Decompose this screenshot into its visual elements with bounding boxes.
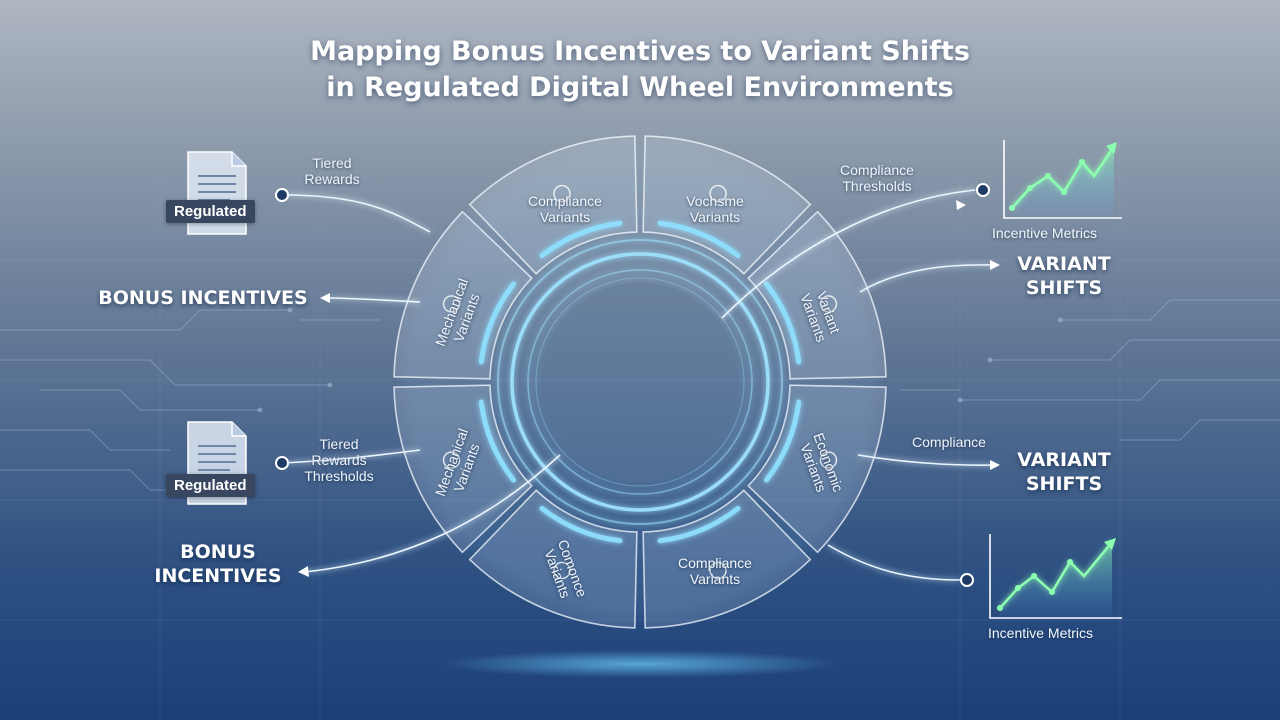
circuit-nodes xyxy=(257,307,1063,413)
shield-icon xyxy=(709,561,727,580)
wheel-segment xyxy=(747,210,887,380)
wheel-segment-glow xyxy=(657,220,741,259)
bonus-incentives-bottom-line-1: BONUS xyxy=(180,541,256,563)
wheel xyxy=(393,135,887,629)
compliance-label: Compliance xyxy=(912,434,986,450)
tiered-rewards-top-label: Tiered Rewards xyxy=(290,155,374,187)
title-line-2: in Regulated Digital Wheel Environments xyxy=(326,72,954,103)
wheel-inner-ring xyxy=(510,252,770,512)
connector-tiered-rewards-top xyxy=(282,194,431,233)
bonus-incentives-top-label: BONUS INCENTIVES xyxy=(98,287,308,309)
compliance-thresholds-line-1: Compliance xyxy=(840,162,914,178)
wheel-segment xyxy=(393,384,533,554)
tiered-rewards-bottom-line-1: Tiered xyxy=(319,436,359,452)
wheel-segment-label-line-1: Compliance xyxy=(528,192,602,209)
wheel-segment xyxy=(468,135,638,275)
bonus-incentives-bottom-label: BONUS INCENTIVES xyxy=(140,540,296,588)
wheel-segment-glow xyxy=(478,399,517,483)
wheel-segment-glow xyxy=(478,281,517,365)
page-title: Mapping Bonus Incentives to Variant Shif… xyxy=(0,34,1280,106)
connector-bonus-incentives-bottom xyxy=(303,454,561,573)
wheel-segment-label-line-2: Variants xyxy=(689,208,741,225)
connector-compliance xyxy=(857,454,996,466)
connector-node xyxy=(275,456,289,470)
wheel-segment-glow xyxy=(657,505,741,544)
wheel-inner-ring xyxy=(535,277,745,487)
wheel-segment-glow xyxy=(763,281,802,365)
gear-icon xyxy=(442,295,461,313)
variant-shifts-bottom-line-1: VARIANT xyxy=(1017,449,1111,471)
connector-tiered-rewards-bottom xyxy=(282,449,421,464)
compliance-thresholds-line-2: Thresholds xyxy=(842,178,912,194)
wheel-segment-glow xyxy=(763,399,802,483)
line-chart-icon-bottom xyxy=(989,534,1122,619)
regulated-badge-top: Regulated xyxy=(166,200,255,223)
regulated-badge-bottom: Regulated xyxy=(166,474,255,497)
variant-shifts-top-line-1: VARIANT xyxy=(1017,253,1111,275)
tiered-rewards-bottom-line-2: Rewards xyxy=(311,452,367,468)
tiered-rewards-bottom-line-3: Thresholds xyxy=(304,468,374,484)
wheel-segment xyxy=(468,489,638,629)
wheel-inner-ring xyxy=(497,239,783,525)
dollar-icon xyxy=(819,451,838,469)
line-chart-icon-top xyxy=(1003,140,1122,219)
compliance-thresholds-label: Compliance Thresholds xyxy=(822,162,932,194)
incentive-metrics-bottom-label: Incentive Metrics xyxy=(988,625,1094,641)
tiered-rewards-top-line-2: Rewards xyxy=(304,171,360,187)
wheel-segment-glow xyxy=(539,505,623,544)
connector-variant-shifts-top xyxy=(859,264,996,293)
shield-icon xyxy=(553,184,571,203)
tiered-rewards-top-line-1: Tiered xyxy=(312,155,352,171)
gear-icon xyxy=(442,451,461,469)
connector-nodes xyxy=(275,183,990,587)
wheel-segment-glow xyxy=(539,220,623,259)
connectors xyxy=(282,189,996,581)
variant-shifts-top-label: VARIANT SHIFTS xyxy=(1002,252,1126,300)
wheel-inner-ring xyxy=(527,269,753,495)
wheel-segment xyxy=(642,489,812,629)
floor-glow xyxy=(440,650,840,678)
connector-node xyxy=(275,188,289,202)
connector-node xyxy=(976,183,990,197)
variant-shifts-bottom-label: VARIANT SHIFTS xyxy=(1002,448,1126,496)
gear-icon xyxy=(709,184,727,203)
shield-icon xyxy=(553,561,571,580)
tiered-rewards-bottom-label: Tiered Rewards Thresholds xyxy=(284,436,394,484)
title-line-1: Mapping Bonus Incentives to Variant Shif… xyxy=(310,36,970,67)
connector-bonus-incentives-top xyxy=(325,297,421,303)
wheel-segment-label-line-1: Compliance xyxy=(678,555,752,572)
wheel-segment-label-line-2: Variants xyxy=(689,571,741,588)
wheel-segment xyxy=(393,210,533,380)
wheel-segment-label-line-1: Vochsme xyxy=(686,192,744,209)
dollar-icon xyxy=(819,295,838,313)
wheel-segment xyxy=(747,384,887,554)
variant-shifts-bottom-line-2: SHIFTS xyxy=(1025,473,1103,495)
wheel-segment xyxy=(642,135,812,275)
incentive-metrics-top-label: Incentive Metrics xyxy=(992,225,1098,241)
connector-node xyxy=(960,573,974,587)
bonus-incentives-bottom-line-2: INCENTIVES xyxy=(154,565,282,587)
wheel-segment-label-line-2: Variants xyxy=(539,208,591,225)
connector-compliance-thresholds xyxy=(721,189,976,319)
variant-shifts-top-line-2: SHIFTS xyxy=(1025,277,1103,299)
arrowheads xyxy=(298,200,1000,577)
connector-metrics-bottom xyxy=(827,544,961,581)
